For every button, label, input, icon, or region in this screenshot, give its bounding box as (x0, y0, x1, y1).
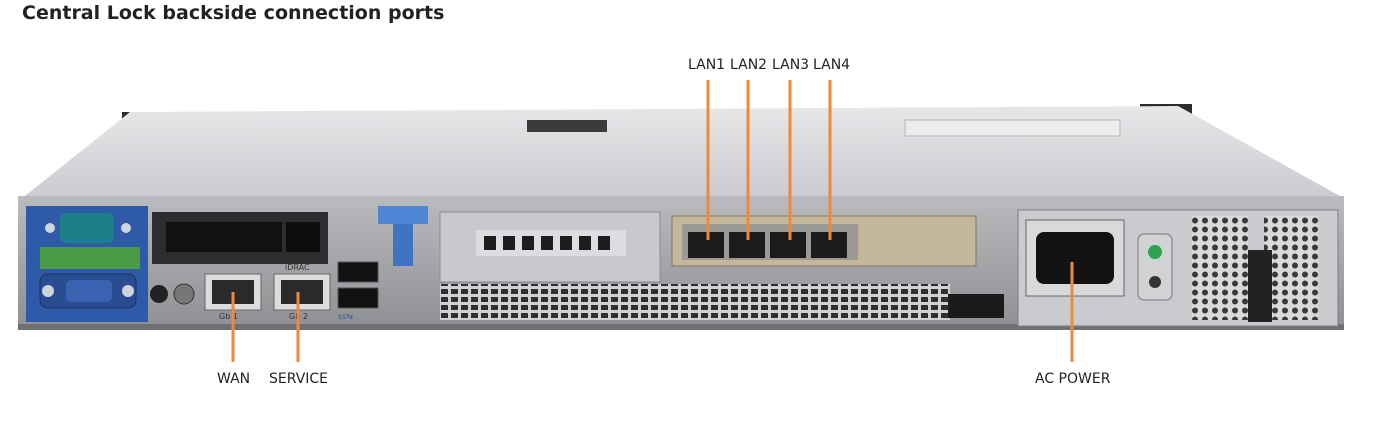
psu-fan-grill-2 (1264, 216, 1318, 320)
lan1-label: LAN1 (688, 57, 726, 73)
ac-power-inlet (1036, 232, 1114, 284)
lan3-label: LAN3 (772, 57, 810, 73)
lan4-label: LAN4 (813, 57, 851, 73)
psu-led (1148, 245, 1162, 259)
page-title: Central Lock backside connection ports (22, 2, 445, 24)
lan1-port (688, 232, 724, 258)
wan-label: WAN (217, 371, 251, 387)
gb1-label: Gb 1 (219, 312, 238, 321)
vent-grid (440, 284, 950, 320)
serial-port (60, 213, 114, 243)
idrac-label: iDRAC (285, 263, 310, 272)
audio-jack (150, 285, 168, 303)
top-slot (527, 120, 607, 132)
usb-label: ss⇆ (338, 312, 353, 321)
usb-port-1 (337, 261, 379, 283)
lan3-port (770, 232, 806, 258)
chassis-top (20, 106, 1340, 200)
psu-fan-grill-1 (1192, 216, 1248, 320)
lan2-label: LAN2 (730, 57, 768, 73)
blue-latch (378, 206, 428, 224)
leader-lines (231, 80, 1074, 362)
service-label: SERVICE (269, 371, 329, 387)
ac-power-label: AC POWER (1035, 371, 1111, 387)
usb-port-2 (337, 287, 379, 309)
